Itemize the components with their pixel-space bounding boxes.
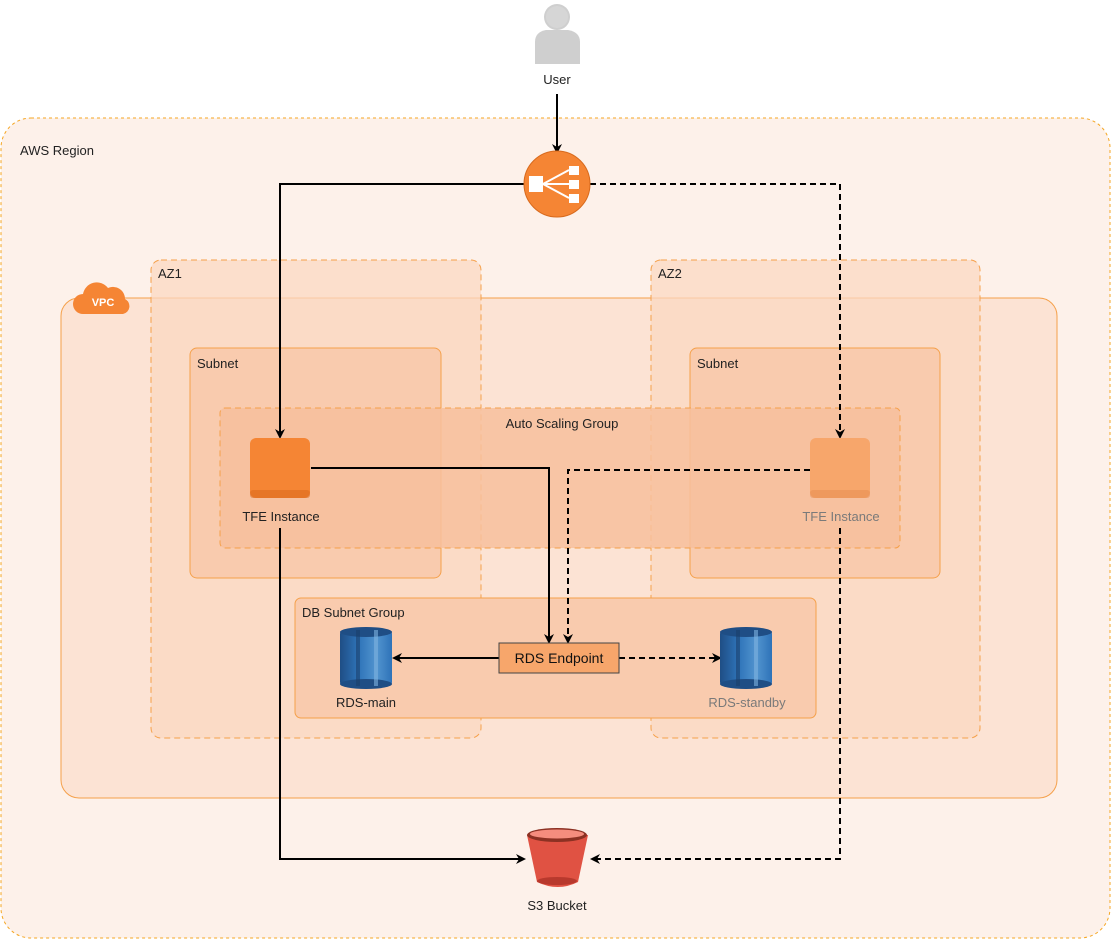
s3-bucket: S3 Bucket [527, 828, 588, 913]
tfe-instance-az1: TFE Instance [242, 438, 320, 524]
load-balancer-icon [523, 150, 591, 218]
auto-scaling-group: Auto Scaling Group [219, 407, 901, 549]
s3-bucket-label: S3 Bucket [527, 898, 587, 913]
user-icon [535, 4, 580, 64]
user-node: User [535, 4, 580, 87]
rds-endpoint: RDS Endpoint [498, 642, 620, 674]
auto-scaling-group-label: Auto Scaling Group [506, 416, 619, 431]
lb-to-tfe2-arrow [590, 183, 845, 439]
tfe-instance-az2: TFE Instance [802, 438, 880, 524]
tfe2-to-rds-endpoint-arrow [563, 469, 810, 644]
subnet-az1-label: Subnet [197, 356, 239, 371]
tfe-instance-az2-label: TFE Instance [802, 509, 879, 524]
rds-main: RDS-main [336, 627, 396, 710]
rds-database-icon [340, 627, 392, 689]
tfe2-to-s3-arrow [590, 528, 841, 864]
ec2-instance-icon [810, 438, 870, 498]
rds-database-icon [720, 627, 772, 689]
subnet-az2-label: Subnet [697, 356, 739, 371]
connectors [275, 94, 845, 864]
tfe1-to-rds-endpoint-arrow [311, 467, 554, 644]
s3-bucket-icon [527, 828, 588, 887]
vpc-cloud-icon: VPC [73, 282, 130, 314]
az1-label: AZ1 [158, 266, 182, 281]
rds-standby: RDS-standby [708, 627, 786, 710]
user-label: User [543, 72, 571, 87]
aws-region-label: AWS Region [20, 143, 94, 158]
vpc-label: VPC [92, 297, 115, 309]
db-subnet-group-label: DB Subnet Group [302, 605, 405, 620]
rds-standby-label: RDS-standby [708, 695, 786, 710]
lb-to-tfe1-arrow [275, 183, 524, 439]
ec2-instance-icon [250, 438, 310, 498]
az2-label: AZ2 [658, 266, 682, 281]
tfe1-to-s3-arrow [279, 528, 526, 864]
rds-endpoint-label: RDS Endpoint [515, 650, 604, 666]
tfe-instance-az1-label: TFE Instance [242, 509, 319, 524]
rds-main-label: RDS-main [336, 695, 396, 710]
